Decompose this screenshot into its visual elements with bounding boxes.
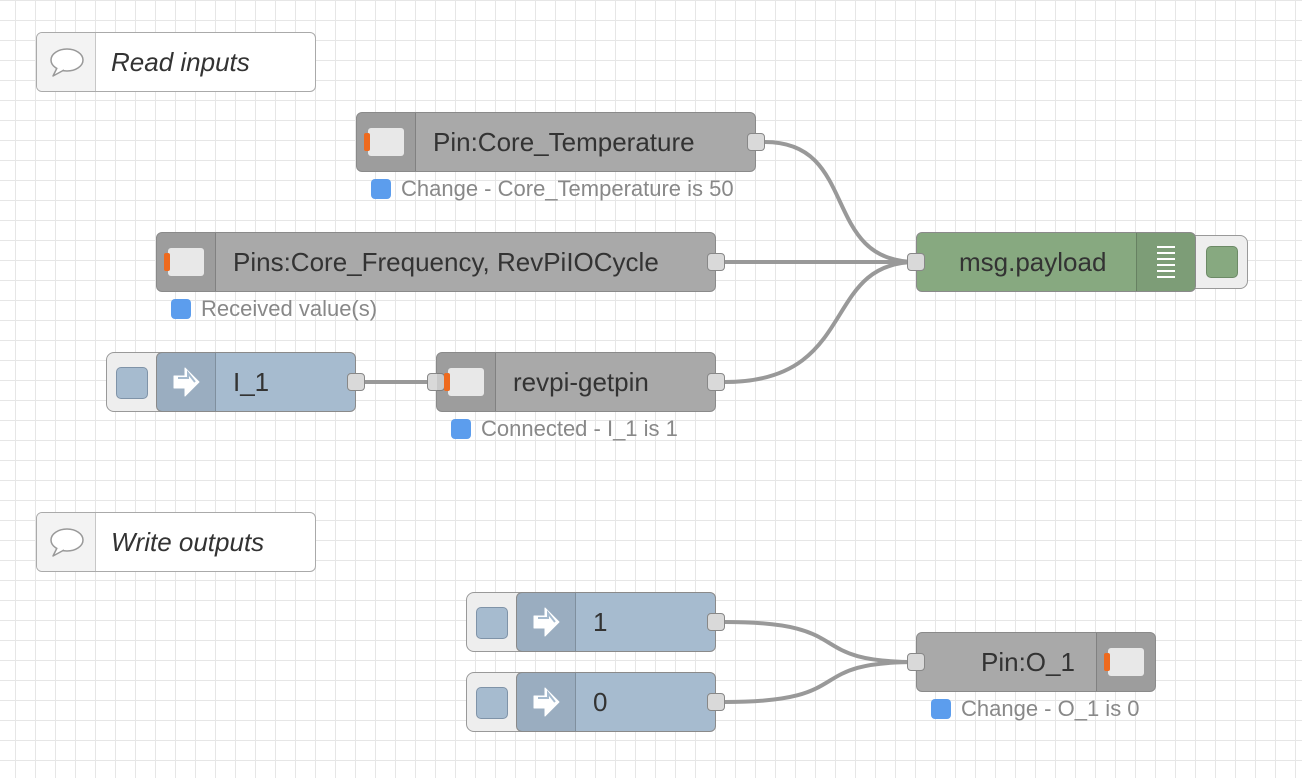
output-port[interactable] — [347, 373, 365, 391]
revpi-chip-icon — [1096, 633, 1155, 691]
node-inject-1[interactable]: 1 — [516, 592, 725, 652]
wire-inject-0-to-output[interactable] — [723, 660, 918, 704]
status-text: Received value(s) — [201, 296, 378, 321]
node-label: 0 — [593, 687, 608, 717]
output-port[interactable] — [707, 373, 725, 391]
node-core-temperature[interactable]: Pin:Core_Temperature — [356, 112, 765, 172]
node-inject-0[interactable]: 0 — [516, 672, 725, 732]
wire-inject-1-to-output[interactable] — [723, 620, 918, 664]
node-debug[interactable]: msg.payload — [907, 232, 1196, 292]
input-port[interactable] — [907, 253, 925, 271]
comment-label: Write outputs — [111, 527, 265, 557]
comment-label: Read inputs — [111, 47, 250, 77]
status-core-frequency: Received value(s) — [171, 296, 377, 322]
status-dot-icon — [171, 299, 191, 319]
wire-core-temperature-to-debug[interactable] — [763, 140, 918, 264]
inject-arrow-icon — [517, 673, 576, 731]
inject-arrow-icon — [517, 593, 576, 651]
inject-arrow-icon — [157, 353, 216, 411]
debug-list-icon — [1136, 233, 1195, 291]
output-port[interactable] — [707, 693, 725, 711]
node-label: Pin:O_1 — [981, 647, 1075, 677]
trigger-button-icon — [476, 687, 508, 719]
node-label: I_1 — [233, 367, 270, 397]
node-label: revpi-getpin — [513, 367, 649, 397]
status-getpin: Connected - I_1 is 1 — [451, 416, 678, 442]
output-port[interactable] — [747, 133, 765, 151]
status-core-temperature: Change - Core_Temperature is 50 — [371, 176, 734, 202]
node-label: Pins:Core_Frequency, RevPiIOCycle — [233, 247, 659, 277]
comment-write-outputs[interactable]: Write outputs — [36, 512, 316, 572]
trigger-button-icon — [116, 367, 148, 399]
node-inject-i1[interactable]: I_1 — [156, 352, 365, 412]
revpi-chip-icon — [437, 353, 496, 411]
input-port[interactable] — [907, 653, 925, 671]
output-port[interactable] — [707, 253, 725, 271]
toggle-button-icon — [1206, 246, 1238, 278]
comment-read-inputs[interactable]: Read inputs — [36, 32, 316, 92]
node-core-frequency[interactable]: Pins:Core_Frequency, RevPiIOCycle — [156, 232, 725, 292]
comment-icon — [37, 513, 96, 571]
comment-icon — [37, 33, 96, 91]
output-port[interactable] — [707, 613, 725, 631]
status-output-o1: Change - O_1 is 0 — [931, 696, 1140, 722]
status-dot-icon — [931, 699, 951, 719]
node-label: msg.payload — [959, 247, 1107, 277]
node-output-o1[interactable]: Pin:O_1 — [907, 632, 1156, 692]
status-dot-icon — [371, 179, 391, 199]
node-label: Pin:Core_Temperature — [433, 127, 695, 157]
status-text: Change - O_1 is 0 — [961, 696, 1140, 721]
revpi-chip-icon — [157, 233, 216, 291]
wire-getpin-to-debug[interactable] — [723, 260, 918, 384]
revpi-chip-icon — [357, 113, 416, 171]
node-getpin[interactable]: revpi-getpin — [427, 352, 725, 412]
status-text: Change - Core_Temperature is 50 — [401, 176, 734, 201]
status-text: Connected - I_1 is 1 — [481, 416, 678, 441]
status-dot-icon — [451, 419, 471, 439]
node-label: 1 — [593, 607, 608, 637]
trigger-button-icon — [476, 607, 508, 639]
